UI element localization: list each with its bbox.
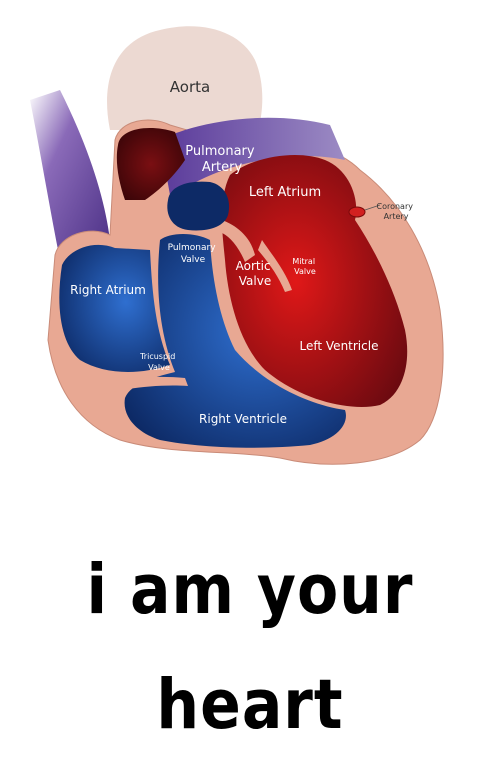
label-pulmonary-valve: Pulmonary Valve xyxy=(168,243,219,265)
label-tricuspid-valve: Tricuspid Valve xyxy=(139,352,178,372)
mitral-valve-shape xyxy=(258,240,292,292)
aorta-vessel xyxy=(107,26,263,150)
right-atrium-chamber xyxy=(59,244,170,372)
pulmonary-valve-bulb xyxy=(167,181,230,231)
coronary-pointer xyxy=(364,204,381,211)
label-left-atrium: Left Atrium xyxy=(249,185,321,200)
label-right-atrium: Right Atrium xyxy=(70,283,146,297)
label-aorta: Aorta xyxy=(170,78,210,96)
vena-cava xyxy=(30,90,110,260)
label-pulmonary-artery: Pulmonary Artery xyxy=(185,144,258,175)
aortic-valve-shape xyxy=(220,220,255,262)
pulmonary-artery-vessel xyxy=(160,117,345,195)
label-mitral-valve: Mitral Valve xyxy=(292,257,317,276)
tricuspid-valve-shape xyxy=(95,376,188,395)
label-aortic-valve: Aortic Valve xyxy=(236,259,275,288)
label-right-ventricle: Right Ventricle xyxy=(199,412,287,426)
caption-text: i am your heart xyxy=(86,549,414,746)
coronary-artery-vessel xyxy=(348,206,366,218)
right-ventricle-chamber xyxy=(124,234,346,448)
label-coronary-artery: Coronary Artery xyxy=(376,202,415,221)
label-left-ventricle: Left Ventricle xyxy=(300,339,379,353)
aorta-chamber xyxy=(116,128,185,200)
left-heart-chamber xyxy=(221,155,408,407)
heart-diagram: Aorta Pulmonary Artery Left Atrium Coron… xyxy=(30,26,444,465)
